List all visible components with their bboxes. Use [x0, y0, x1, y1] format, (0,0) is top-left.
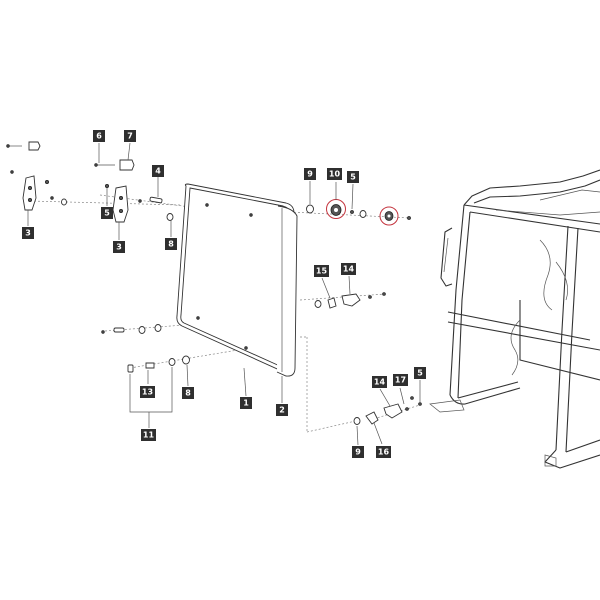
- svg-text:8: 8: [185, 389, 191, 398]
- callout-9: 9: [352, 446, 364, 458]
- svg-text:1: 1: [243, 399, 249, 408]
- svg-text:11: 11: [143, 431, 155, 440]
- hinge-left: [22, 175, 37, 211]
- callout-7: 7: [124, 130, 136, 142]
- callout-17: 17: [393, 374, 408, 386]
- hinge-middle: [112, 185, 129, 223]
- callout-14: 14: [341, 263, 356, 275]
- callout-14: 14: [372, 376, 387, 388]
- callout-4: 4: [152, 165, 164, 177]
- svg-text:17: 17: [395, 376, 406, 385]
- svg-text:5: 5: [104, 209, 110, 218]
- leader-lines: [27, 142, 421, 446]
- highlight-ring: [379, 206, 399, 226]
- hardware-bottom-left: [101, 324, 190, 373]
- svg-text:7: 7: [127, 132, 133, 141]
- svg-text:14: 14: [343, 265, 355, 274]
- svg-text:2: 2: [279, 406, 285, 415]
- svg-text:8: 8: [168, 240, 174, 249]
- cab-frame: [429, 169, 600, 469]
- svg-text:5: 5: [417, 369, 423, 378]
- callout-16: 16: [376, 446, 391, 458]
- callout-3: 3: [113, 241, 125, 253]
- door-seal: [276, 205, 298, 377]
- bolts-left: [6, 141, 67, 206]
- callout-8: 8: [182, 387, 194, 399]
- callout-5: 5: [101, 207, 113, 219]
- hardware-top-right: [306, 199, 411, 226]
- svg-text:14: 14: [374, 378, 386, 387]
- svg-text:10: 10: [329, 170, 341, 179]
- callout-10: 10: [327, 168, 342, 180]
- callout-8: 8: [165, 238, 177, 250]
- callout-5: 5: [414, 367, 426, 379]
- svg-text:5: 5: [350, 173, 356, 182]
- callout-15: 15: [314, 265, 329, 277]
- svg-text:4: 4: [155, 167, 161, 176]
- callout-6: 6: [93, 130, 105, 142]
- latch-lower: [353, 396, 422, 425]
- svg-text:16: 16: [378, 448, 390, 457]
- latch-upper: [314, 292, 386, 309]
- svg-text:3: 3: [25, 229, 31, 238]
- callout-badges: 1 2 3 3 4 5 5 5 6 7 8 8 9 9 10 11 13 14 …: [22, 130, 426, 458]
- callout-3: 3: [22, 227, 34, 239]
- bolts-middle: [94, 159, 174, 221]
- svg-text:9: 9: [355, 448, 361, 457]
- callout-11: 11: [141, 429, 156, 441]
- glass-panel: [176, 183, 295, 373]
- svg-text:3: 3: [116, 243, 122, 252]
- callout-5: 5: [347, 171, 359, 183]
- callout-2: 2: [276, 404, 288, 416]
- svg-text:15: 15: [316, 267, 328, 276]
- svg-text:6: 6: [96, 132, 102, 141]
- svg-text:9: 9: [307, 170, 313, 179]
- callout-9: 9: [304, 168, 316, 180]
- callout-13: 13: [140, 386, 155, 398]
- callout-1: 1: [240, 397, 252, 409]
- svg-text:13: 13: [142, 388, 153, 397]
